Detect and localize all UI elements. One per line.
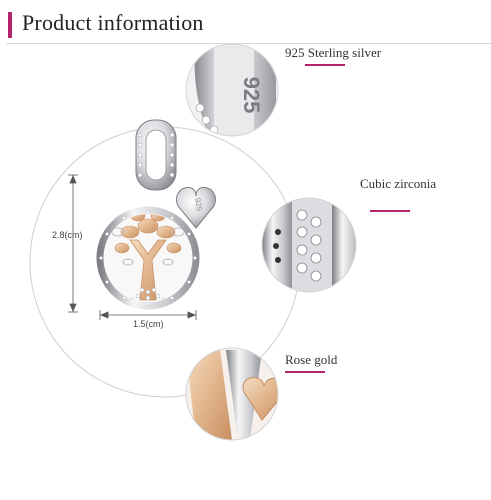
header-divider bbox=[6, 43, 491, 44]
silver-engraving: 925 bbox=[239, 77, 264, 114]
zoom-zirconia bbox=[261, 197, 357, 293]
zoom-rose-gold bbox=[185, 347, 279, 441]
callout-zirconia-underline bbox=[370, 210, 410, 212]
tree-canopy bbox=[114, 214, 182, 254]
width-dimension-label: 1.5(cm) bbox=[133, 319, 164, 329]
tag-engraving: 925 bbox=[193, 197, 204, 212]
header-accent-bar bbox=[8, 12, 12, 38]
callout-zirconia-label: Cubic zirconia bbox=[360, 176, 437, 191]
callout-zirconia: Cubic zirconia bbox=[360, 176, 437, 212]
dimension-guides bbox=[68, 174, 197, 320]
callout-rose-gold-underline bbox=[285, 371, 325, 373]
page-title: Product information bbox=[22, 10, 204, 35]
heart-tag: 925 bbox=[175, 186, 217, 229]
zoom-silver: 925 bbox=[185, 43, 279, 137]
callout-silver-underline bbox=[305, 64, 345, 66]
height-dimension-label: 2.8(cm) bbox=[52, 230, 83, 240]
callout-silver: 925 Sterling silver bbox=[285, 45, 382, 66]
tree-trunk bbox=[129, 239, 167, 301]
pendant-charm: 925 bbox=[96, 119, 217, 310]
callout-rose-gold-label: Rose gold bbox=[285, 352, 338, 367]
callout-rose-gold: Rose gold bbox=[285, 352, 338, 373]
callout-silver-label: 925 Sterling silver bbox=[285, 45, 382, 60]
